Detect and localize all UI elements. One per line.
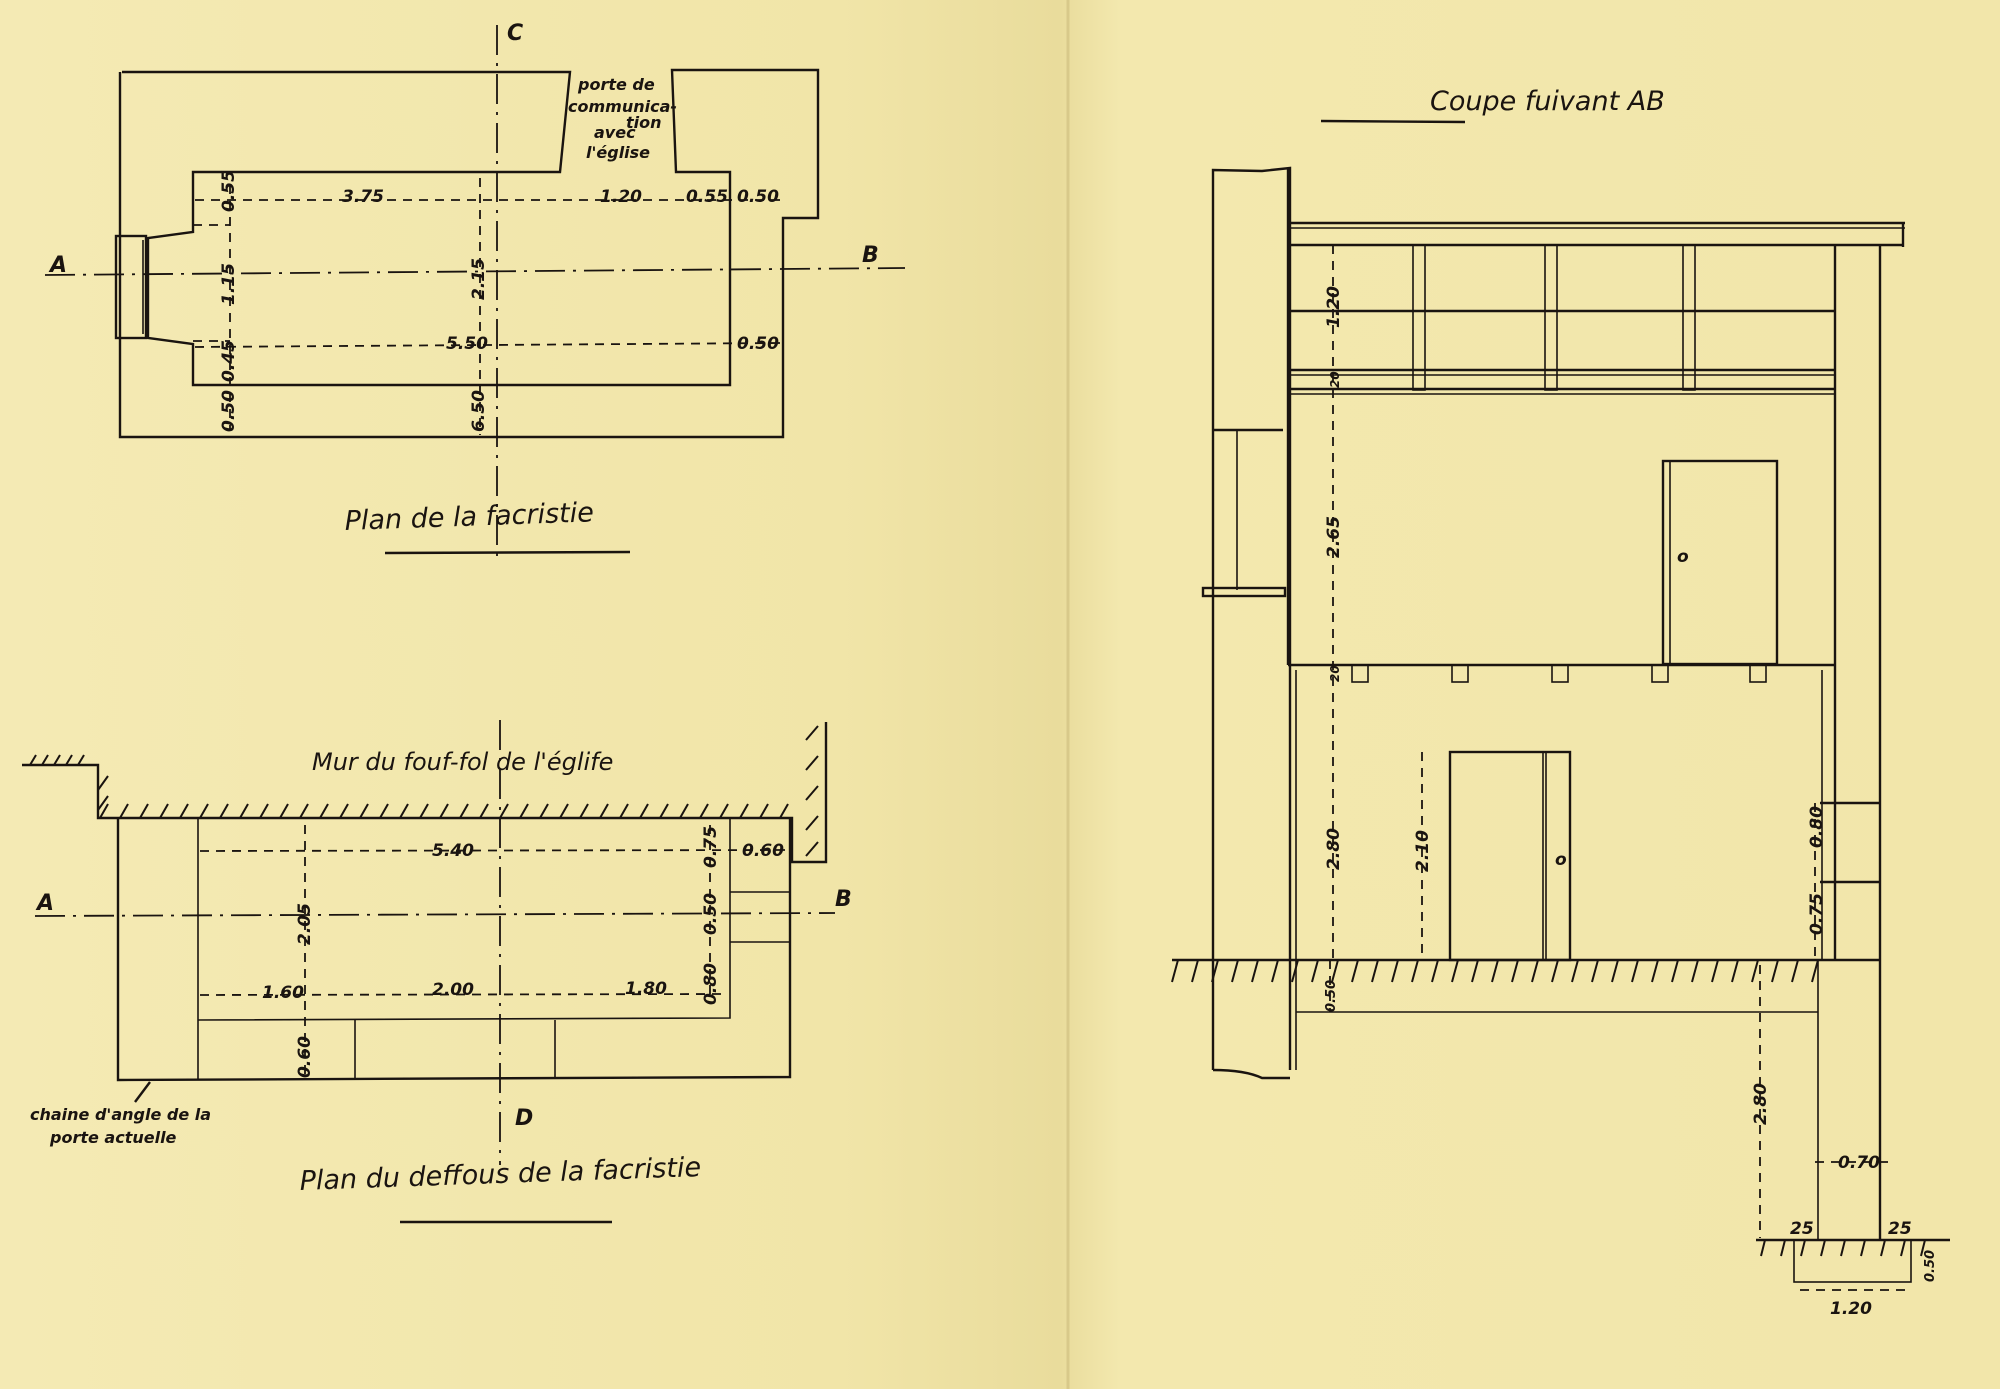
church-wall xyxy=(22,722,828,864)
ground-hatching xyxy=(1171,959,1819,983)
door-note-2: communica- xyxy=(568,97,677,116)
dim-2-80: 2.80 xyxy=(1324,828,1344,870)
dim-6-50: 6.50 xyxy=(469,390,489,432)
dim-0-75-v: 0.75 xyxy=(1807,893,1827,935)
label-b: B xyxy=(862,243,879,268)
entrance-step xyxy=(114,234,148,340)
plan-walls xyxy=(118,68,820,439)
plan-sacristie-title: Plan de la facristie xyxy=(344,497,594,537)
dim-1-20-v: 1.20 xyxy=(1324,286,1344,328)
wall-hatching xyxy=(29,725,819,857)
plan-dessous: A B D Mur du fouf-fol de l'églife chaine… xyxy=(22,720,852,1224)
section-line-ab-lower xyxy=(34,912,836,917)
dim-5-50: 5.50 xyxy=(446,334,488,354)
window-sill xyxy=(1201,586,1287,598)
dim-1-20: 1.20 xyxy=(600,187,642,207)
dim-2-10: 2.10 xyxy=(1413,830,1433,872)
dim-25-left: 25 xyxy=(1790,1219,1814,1239)
footing xyxy=(1793,1239,1912,1283)
coupe-title: Coupe fuivant AB xyxy=(1430,86,1665,117)
dim-2-15: 2.15 xyxy=(469,258,489,300)
corner-note-2: porte actuelle xyxy=(49,1128,177,1147)
dim-0-50-ground: 0.50 xyxy=(1324,980,1339,1012)
door-note-1: porte de xyxy=(577,75,655,94)
section-line-ab xyxy=(44,267,906,276)
basement-inner xyxy=(197,818,731,1021)
door-note-4: avec xyxy=(594,123,636,142)
dim-0-50-top: 0.50 xyxy=(737,187,779,207)
corner-note-1: chaine d'angle de la xyxy=(30,1105,211,1124)
label-b-lower: B xyxy=(835,887,852,912)
chimney xyxy=(1211,166,1292,1070)
title-underline xyxy=(384,550,631,555)
coupe-ab: Coupe fuivant AB o xyxy=(1171,86,1950,1319)
lower-double-door xyxy=(1448,750,1572,962)
label-d: D xyxy=(515,1106,533,1131)
roof-posts xyxy=(1412,244,1696,391)
door-note-5: l'église xyxy=(586,143,650,162)
door-note-3: tion xyxy=(626,113,662,132)
dim-3-75: 3.75 xyxy=(342,187,384,207)
plan-sacristie: A B C porte de communica- tion avec l'ég… xyxy=(44,21,906,560)
label-c: C xyxy=(507,21,523,46)
joists xyxy=(1351,664,1767,683)
dim-0-70: 0.70 xyxy=(1838,1153,1880,1173)
dim-0-50-right: 0.50 xyxy=(737,334,779,354)
dim-5-40: 5.40 xyxy=(432,841,474,861)
dim-25-right: 25 xyxy=(1888,1219,1912,1239)
upper-door-knob: o xyxy=(1677,547,1689,567)
dim-0-75: 0.75 xyxy=(701,826,721,868)
dim-1-20-footing: 1.20 xyxy=(1830,1299,1872,1319)
dim-2-05: 2.05 xyxy=(295,903,315,945)
dim-0-80: 0.80 xyxy=(701,963,721,1005)
dim-20-upper: 20 xyxy=(1328,371,1342,388)
dim-2-00: 2.00 xyxy=(432,980,474,1000)
dim-1-15: 1.15 xyxy=(219,263,239,305)
basement-outer xyxy=(116,818,792,1082)
dim-1-60: 1.60 xyxy=(262,983,304,1003)
dim-0-50: 0.50 xyxy=(701,893,721,935)
lower-door-knob: o xyxy=(1555,850,1567,870)
dim-0-60-right: 0.60 xyxy=(742,841,784,861)
label-a-lower: A xyxy=(35,891,54,916)
dim-0-80-v: 0.80 xyxy=(1807,806,1827,848)
corner-pointer-arrow xyxy=(134,1081,151,1103)
label-a: A xyxy=(48,253,67,278)
dim-0-55-v: 0.55 xyxy=(219,170,239,212)
dim-0-50-v: 0.50 xyxy=(219,390,239,432)
dim-0-60-v: 0.60 xyxy=(295,1036,315,1078)
dim-20-lower: 20 xyxy=(1328,665,1342,682)
wall-label: Mur du fouf-fol de l'églife xyxy=(312,748,613,776)
dim-2-80-footing: 2.80 xyxy=(1751,1083,1771,1125)
plan-dessous-title: Plan du deffous de la facristie xyxy=(299,1152,701,1197)
dim-2-65: 2.65 xyxy=(1324,516,1344,558)
dim-0-55: 0.55 xyxy=(686,187,728,207)
dim-1-80: 1.80 xyxy=(625,979,667,999)
dim-0-50-footing: 0.50 xyxy=(1923,1250,1938,1282)
dim-0-45: 0.45 xyxy=(219,340,239,382)
title-underline-3 xyxy=(1320,119,1466,124)
